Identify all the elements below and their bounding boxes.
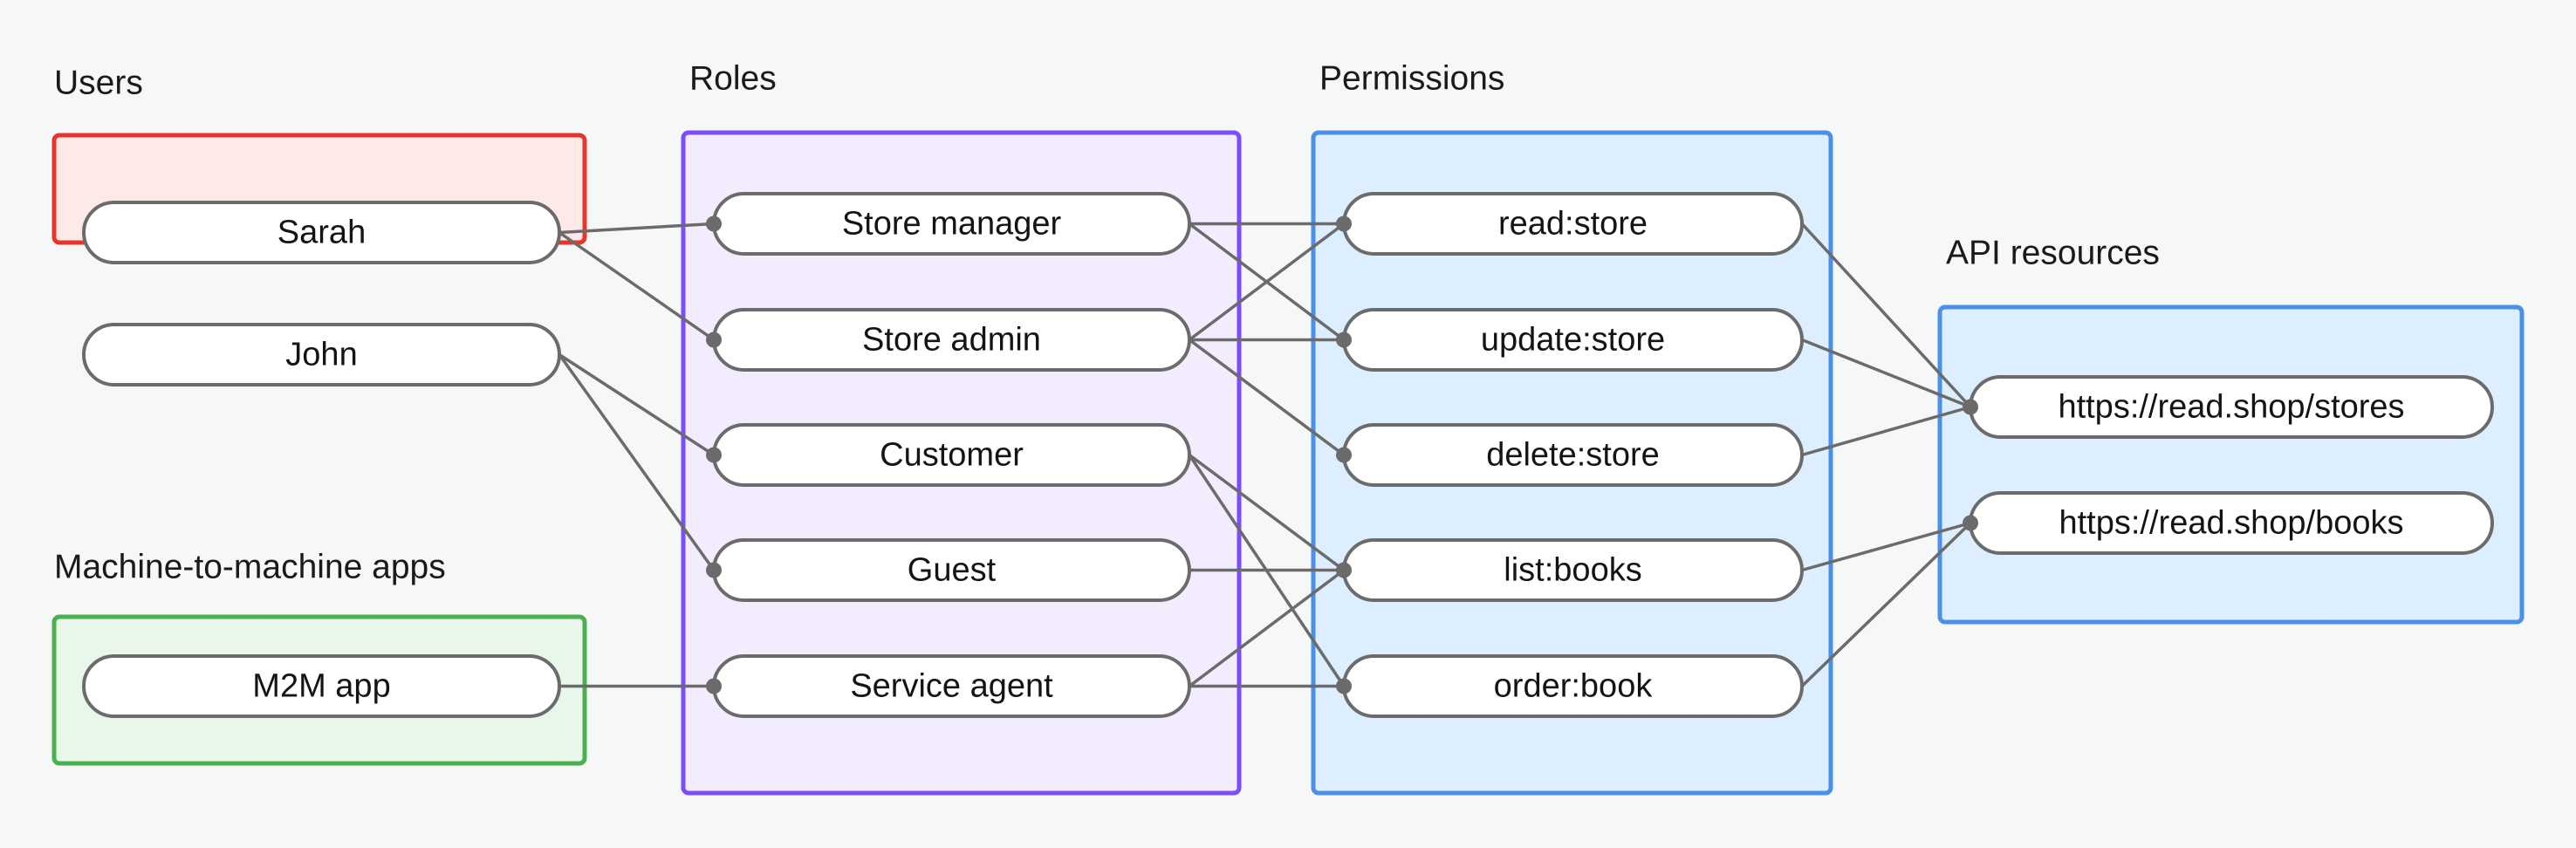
port-in-update_store[interactable] [1336, 332, 1352, 348]
edge-list_books-to-api_books [1801, 521, 1971, 572]
port-in-delete_store[interactable] [1336, 447, 1352, 463]
node-m2mapp[interactable] [82, 654, 561, 718]
port-in-read_store[interactable] [1336, 215, 1352, 232]
port-in-customer[interactable] [706, 447, 722, 463]
port-in-order_book[interactable] [1336, 678, 1352, 694]
node-label-john: John [285, 337, 357, 373]
node-label-list_books: list:books [1504, 552, 1641, 589]
port-in-store_manager[interactable] [706, 215, 722, 232]
edge-john-to-customer [558, 353, 715, 456]
group-box-api [1937, 304, 2525, 625]
node-label-customer: Customer [880, 437, 1024, 474]
node-label-delete_store: delete:store [1486, 437, 1660, 474]
group-title-m2m: Machine-to-machine apps [54, 548, 446, 585]
node-label-store_admin: Store admin [862, 322, 1041, 359]
node-label-order_book: order:book [1494, 668, 1654, 705]
node-label-guest: Guest [908, 552, 997, 589]
group-title-roles: Roles [689, 59, 777, 97]
node-sarah[interactable] [82, 201, 561, 264]
node-label-update_store: update:store [1481, 322, 1665, 359]
node-label-store_manager: Store manager [842, 206, 1062, 243]
edge-sarah-to-store_manager [558, 222, 715, 235]
node-label-service_agent: Service agent [850, 668, 1053, 705]
port-in-list_books[interactable] [1336, 562, 1352, 578]
edge-sarah-to-store_admin [558, 231, 715, 341]
group-title-api: API resources [1946, 234, 2160, 271]
edge-john-to-guest [558, 353, 716, 571]
edge-layer [558, 222, 1972, 688]
edge-update_store-to-api_stores [1801, 338, 1971, 409]
group-title-users: Users [54, 64, 143, 101]
node-label-sarah: Sarah [277, 215, 366, 251]
node-label-m2mapp: M2M app [252, 668, 390, 705]
node-label-read_store: read:store [1498, 206, 1648, 243]
node-label-api_stores: https://read.shop/stores [2058, 389, 2404, 426]
node-label-api_books: https://read.shop/books [2059, 505, 2403, 542]
port-in-guest[interactable] [706, 562, 722, 578]
edge-read_store-to-api_stores [1800, 222, 1972, 408]
group-title-permissions: Permissions [1319, 59, 1504, 97]
edge-service_agent-to-list_books [1188, 569, 1346, 687]
port-in-api_stores[interactable] [1963, 399, 1978, 415]
port-in-api_books[interactable] [1963, 515, 1978, 531]
edge-customer-to-list_books [1188, 454, 1346, 571]
edge-store_admin-to-delete_store [1188, 339, 1346, 456]
edge-store_admin-to-read_store [1188, 222, 1346, 341]
edge-order_book-to-api_books [1800, 522, 1972, 687]
port-in-store_admin[interactable] [706, 332, 722, 348]
edge-delete_store-to-api_stores [1801, 405, 1971, 457]
node-john[interactable] [82, 323, 561, 386]
port-layer [706, 215, 1978, 694]
port-in-service_agent[interactable] [706, 678, 722, 694]
